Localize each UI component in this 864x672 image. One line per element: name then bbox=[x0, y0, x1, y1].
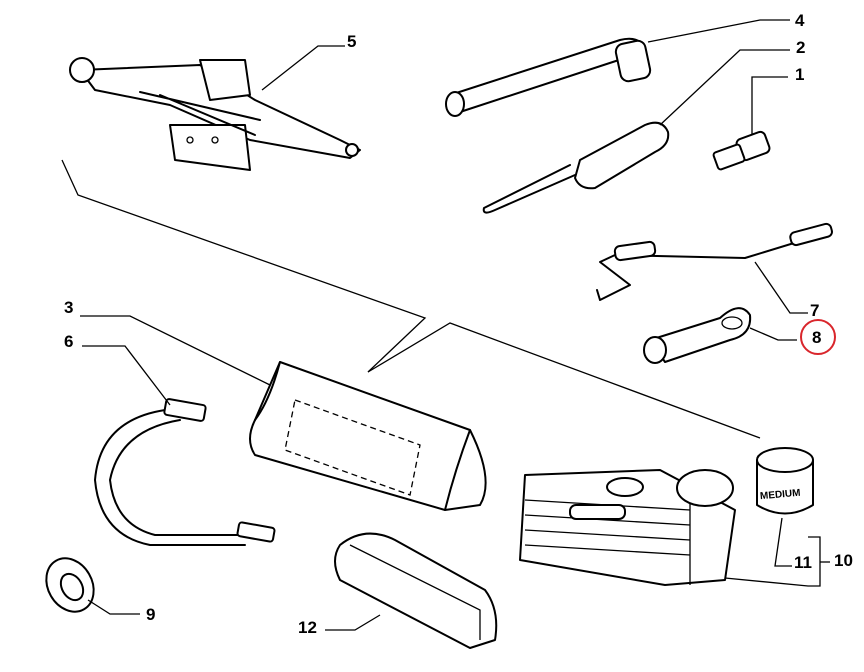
leader-9 bbox=[87, 599, 140, 615]
leader-8 bbox=[749, 327, 797, 341]
leader-11 bbox=[774, 517, 792, 567]
callout-1: 1 bbox=[795, 65, 804, 84]
grommet-part bbox=[45, 557, 95, 613]
compressor-part bbox=[519, 469, 736, 586]
callout-9: 9 bbox=[146, 605, 155, 624]
screwdriver-part bbox=[482, 121, 670, 214]
jack-part bbox=[69, 57, 361, 171]
leader-12 bbox=[325, 614, 381, 631]
strap-part bbox=[94, 398, 276, 546]
tool-bag-part bbox=[249, 361, 487, 511]
leader-4 bbox=[647, 19, 790, 43]
callout-10: 10 bbox=[834, 551, 853, 570]
wheel-wrench-part bbox=[445, 37, 652, 117]
leader-5 bbox=[261, 45, 345, 91]
callout-5: 5 bbox=[347, 32, 356, 51]
callout-7: 7 bbox=[810, 301, 819, 320]
highlight-circle-8 bbox=[800, 319, 836, 355]
group-line-left bbox=[61, 159, 427, 373]
group-line-right bbox=[367, 322, 761, 439]
callout-4: 4 bbox=[795, 11, 805, 30]
bolt-part bbox=[712, 130, 771, 171]
can-label: MEDIUM bbox=[760, 488, 801, 502]
leader-3 bbox=[80, 315, 271, 386]
leader-6 bbox=[82, 345, 171, 406]
jack-handle-part bbox=[596, 222, 833, 301]
kit-bag-part bbox=[334, 532, 498, 649]
sealant-can-part: MEDIUM bbox=[756, 447, 814, 515]
leader-1 bbox=[751, 76, 788, 135]
callout-6: 6 bbox=[64, 332, 73, 351]
callout-12: 12 bbox=[298, 618, 317, 637]
towing-eye-part bbox=[643, 307, 752, 364]
callout-2: 2 bbox=[796, 38, 805, 57]
leader-10-bracket bbox=[724, 536, 821, 587]
leader-7 bbox=[754, 261, 808, 314]
leader-2 bbox=[659, 49, 790, 126]
callout-11: 11 bbox=[794, 553, 812, 572]
callout-8: 8 bbox=[812, 328, 821, 347]
callout-3: 3 bbox=[64, 298, 73, 317]
